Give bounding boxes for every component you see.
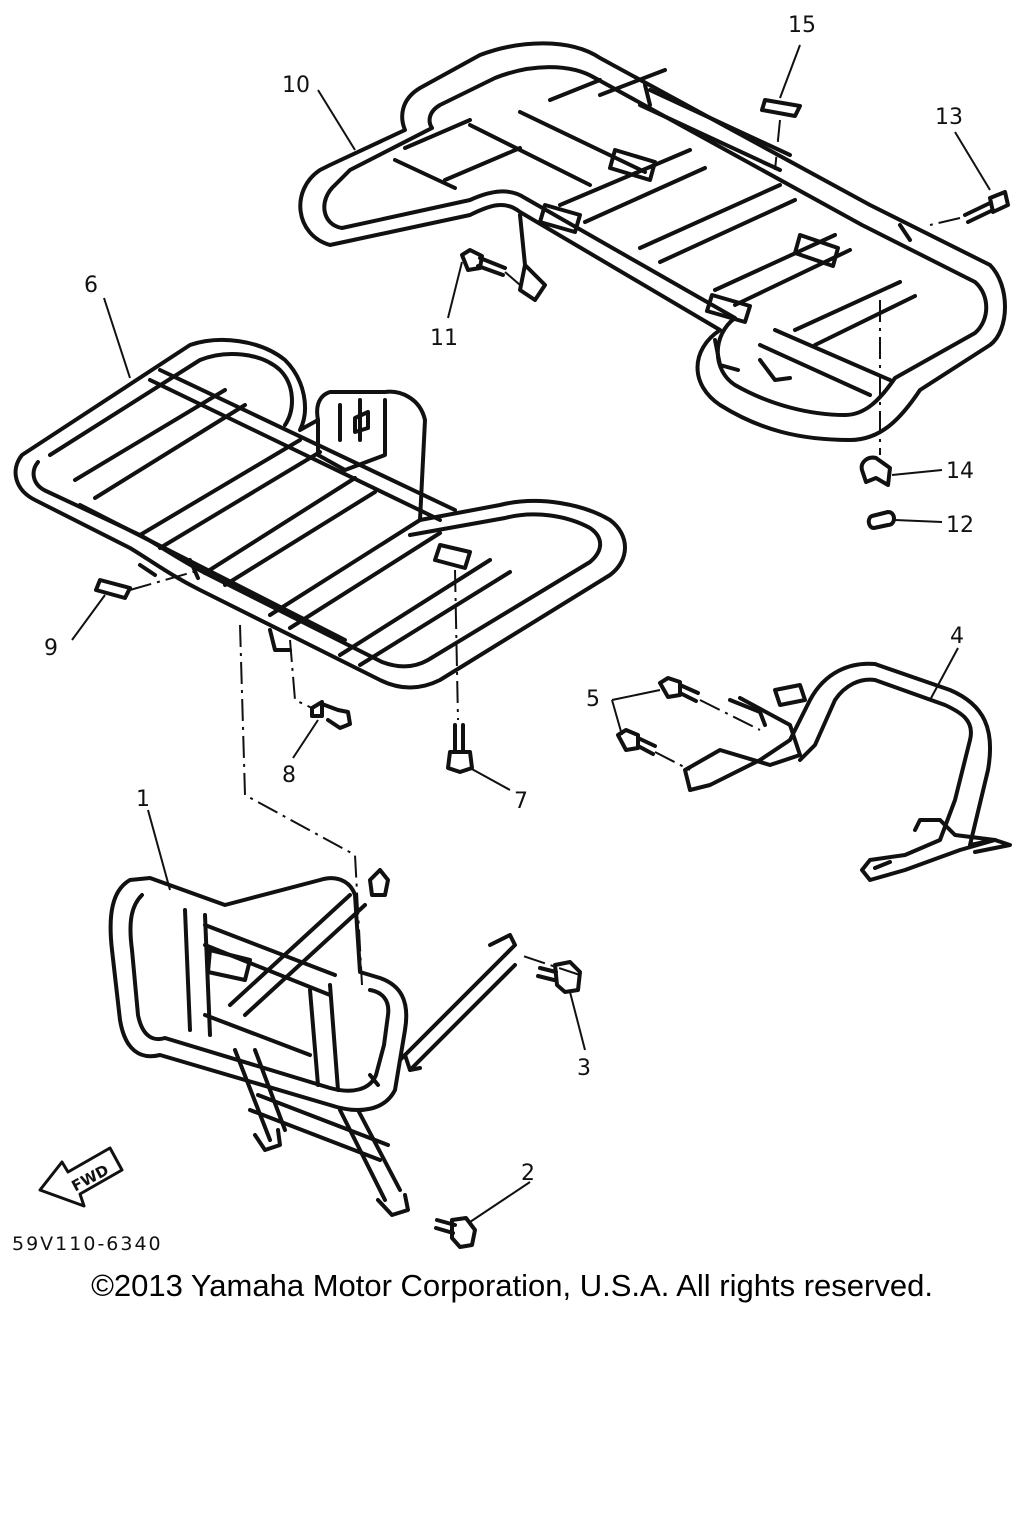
label-plate-part-9 (94, 578, 132, 600)
callout-15: 15 (788, 13, 816, 38)
callout-12: 12 (946, 513, 974, 538)
drawing-code: 59V110-6340 (12, 1233, 163, 1255)
callout-3: 3 (577, 1056, 591, 1081)
assembly-lines (129, 119, 961, 986)
fwd-arrow-icon: FWD (38, 1146, 124, 1208)
callout-6: 6 (84, 273, 98, 298)
rear-carrier-part-10 (298, 41, 1007, 442)
grab-bar-part-4 (683, 661, 1012, 882)
callout-11: 11 (430, 326, 458, 351)
callout-5: 5 (586, 687, 600, 712)
bolt-part-13 (963, 190, 1010, 224)
callout-13: 13 (935, 105, 963, 130)
bolt-part-2 (434, 1216, 477, 1249)
callout-numbers: 1 2 3 4 5 6 7 8 9 10 11 12 13 14 15 (44, 13, 974, 1186)
callout-7: 7 (514, 789, 528, 814)
callout-1: 1 (136, 787, 150, 812)
bolt-part-5a (658, 676, 700, 703)
callout-leaders (71, 44, 991, 1223)
bolt-part-5b (616, 728, 657, 756)
front-carrier-part-6 (13, 338, 627, 690)
callout-9: 9 (44, 636, 58, 661)
callout-8: 8 (282, 763, 296, 788)
bolt-part-7 (446, 723, 474, 774)
callout-14: 14 (946, 459, 974, 484)
fwd-label: FWD (69, 1161, 112, 1195)
bolt-part-8 (310, 700, 352, 730)
callout-4: 4 (950, 624, 964, 649)
front-guard-part-1 (108, 868, 517, 1217)
callout-2: 2 (521, 1161, 535, 1186)
cap-part-12 (866, 510, 896, 530)
label-plate-part-15 (760, 98, 802, 118)
collar-part-14 (859, 455, 892, 487)
bolt-part-3 (536, 960, 582, 994)
copyright-notice: ©2013 Yamaha Motor Corporation, U.S.A. A… (91, 1268, 933, 1303)
bolt-part-11 (460, 248, 507, 277)
parts-diagram: 1 2 3 4 5 6 7 8 9 10 11 12 13 14 15 FWD … (12, 13, 1012, 1255)
callout-10: 10 (282, 73, 310, 98)
